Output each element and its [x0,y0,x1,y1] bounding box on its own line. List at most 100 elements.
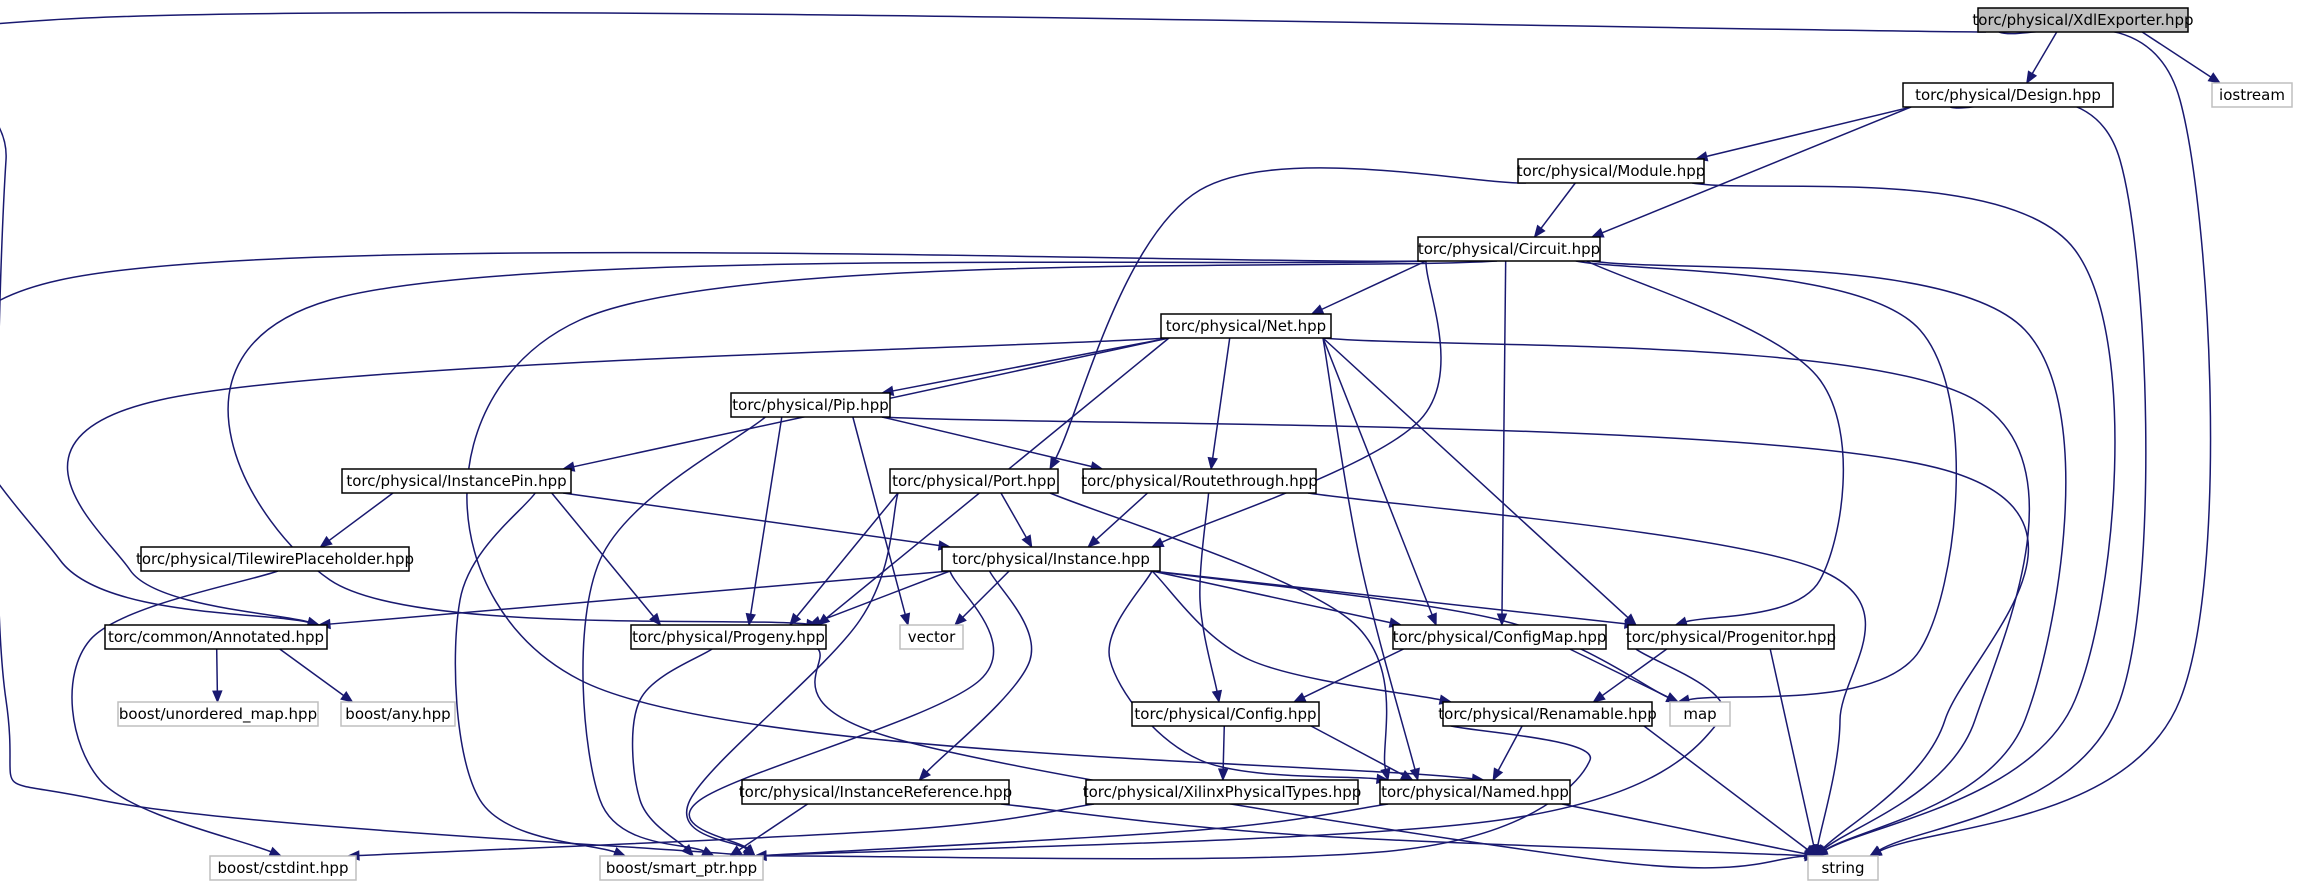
node-renamable[interactable]: torc/physical/Renamable.hpp [1438,701,1657,727]
edge-pip-to-routethrough [881,416,1092,468]
edge-annotated-to-unordered [215,648,219,692]
node-box-instpin[interactable] [341,468,572,494]
node-box-configmap[interactable] [1392,624,1607,650]
edge-port-to-progeny [796,492,899,617]
node-box-xdl[interactable] [1977,7,2189,33]
edge-routethrough-to-config [1199,492,1218,692]
node-instpin[interactable]: torc/physical/InstancePin.hpp [341,468,572,494]
edge-instance-to-instref [926,570,1033,773]
node-net[interactable]: torc/physical/Net.hpp [1160,313,1332,339]
arrowhead-xdl-to-iostream [2207,72,2222,84]
edge-routethrough-to-string [1307,492,1867,846]
node-tileplace[interactable]: torc/physical/TilewirePlaceholder.hpp [136,546,414,572]
node-box-any [340,701,456,727]
arrowhead-renamable-to-named [1492,767,1504,782]
node-instance[interactable]: torc/physical/Instance.hpp [941,546,1161,572]
edge-named-to-string [1561,803,1806,855]
edge-progenitor-to-smartptr [765,648,1725,857]
edge-circuit-to-named [466,260,1498,780]
node-label-port: torc/physical/Port.hpp [892,472,1056,490]
edge-net-to-annotated [66,337,1170,623]
node-progeny[interactable]: torc/physical/Progeny.hpp [630,624,827,650]
node-box-instref[interactable] [741,779,1010,805]
node-circuit[interactable]: torc/physical/Circuit.hpp [1417,236,1601,262]
node-routethrough[interactable]: torc/physical/Routethrough.hpp [1081,468,1318,494]
arrowhead-configmap-to-map [1665,692,1680,703]
node-configmap[interactable]: torc/physical/ConfigMap.hpp [1392,624,1607,650]
node-label-module: torc/physical/Module.hpp [1517,162,1706,180]
edge-pip-to-smartptr [582,416,766,852]
node-box-net[interactable] [1160,313,1332,339]
edge-instref-to-smartptr [738,803,809,851]
node-annotated[interactable]: torc/common/Annotated.hpp [104,624,328,650]
edge-circuit-to-map [1575,260,1957,701]
node-box-circuit[interactable] [1417,236,1601,262]
node-named[interactable]: torc/physical/Named.hpp [1379,779,1571,805]
edge-instance-to-smartptr [688,570,995,849]
arrowhead-pip-to-smartptr [701,846,715,857]
node-pip[interactable]: torc/physical/Pip.hpp [730,392,891,418]
edge-xdl-to-iostream [2141,31,2212,78]
arrowhead-pip-to-progeny [745,612,756,627]
node-label-renamable: torc/physical/Renamable.hpp [1438,705,1656,723]
arrowhead-port-to-instance [1021,534,1033,549]
node-xilinx[interactable]: torc/physical/XilinxPhysicalTypes.hpp [1083,779,1362,805]
arrowhead-design-to-circuit [1590,227,1605,238]
node-module[interactable]: torc/physical/Module.hpp [1517,158,1706,184]
edge-circuit-to-instance [1161,260,1442,543]
node-port[interactable]: torc/physical/Port.hpp [889,468,1059,494]
node-box-renamable[interactable] [1442,701,1653,727]
node-instref[interactable]: torc/physical/InstanceReference.hpp [739,779,1012,805]
node-box-routethrough[interactable] [1082,468,1317,494]
node-box-tileplace[interactable] [140,546,410,572]
arrowhead-module-to-circuit [1533,224,1546,239]
node-label-map: map [1683,705,1716,723]
node-box-progenitor[interactable] [1627,624,1835,650]
node-box-xilinx[interactable] [1085,779,1359,805]
edge-net-to-named [1322,337,1416,770]
node-box-module[interactable] [1517,158,1705,184]
node-label-design: torc/physical/Design.hpp [1915,86,2101,104]
node-box-instance[interactable] [941,546,1161,572]
arrowhead-port-to-progeny [789,612,802,627]
node-map: map [1669,701,1731,727]
arrowhead-net-to-configmap [1427,612,1437,627]
arrowhead-design-to-string [1868,845,1883,857]
edge-net-to-routethrough [1211,337,1231,459]
node-label-tileplace: torc/physical/TilewirePlaceholder.hpp [136,550,414,568]
node-box-named[interactable] [1379,779,1571,805]
node-any: boost/any.hpp [340,701,456,727]
edge-circuit-to-annotated [0,251,1427,624]
edge-config-to-named [1310,725,1404,776]
edge-configmap-to-map [1569,648,1669,698]
arrowhead-annotated-to-any [340,690,354,703]
node-label-xdl: torc/physical/XdlExporter.hpp [1972,11,2193,29]
edge-instance-to-annotated [329,570,951,625]
node-box-port[interactable] [889,468,1059,494]
edge-configmap-to-config [1303,648,1404,698]
node-box-progeny[interactable] [630,624,827,650]
edge-net-to-pip [892,337,1170,392]
node-design[interactable]: torc/physical/Design.hpp [1902,82,2114,108]
arrowhead-progeny-to-smartptr [681,844,695,857]
edge-xdl-to-string [1879,27,2212,852]
arrowhead-config-to-named [1400,769,1414,781]
arrowhead-annotated-to-unordered [212,690,223,704]
node-label-named: torc/physical/Named.hpp [1381,783,1569,801]
node-box-iostream [2211,82,2293,108]
edge-design-to-circuit [1601,106,1912,234]
node-label-iostream: iostream [2219,86,2285,104]
node-xdl[interactable]: torc/physical/XdlExporter.hpp [1972,7,2194,33]
arrowhead-instance-to-smartptr [743,844,756,857]
node-box-config[interactable] [1131,701,1320,727]
edge-instref-to-string [1000,803,1806,857]
edge-module-to-string [1692,182,2116,851]
arrowhead-net-to-routethrough [1207,456,1218,471]
node-box-design[interactable] [1902,82,2114,108]
node-progenitor[interactable]: torc/physical/Progenitor.hpp [1626,624,1836,650]
node-iostream: iostream [2211,82,2293,108]
arrowhead-instance-to-vector [954,613,967,626]
node-config[interactable]: torc/physical/Config.hpp [1131,701,1320,727]
node-box-pip[interactable] [730,392,891,418]
node-box-annotated[interactable] [104,624,328,650]
